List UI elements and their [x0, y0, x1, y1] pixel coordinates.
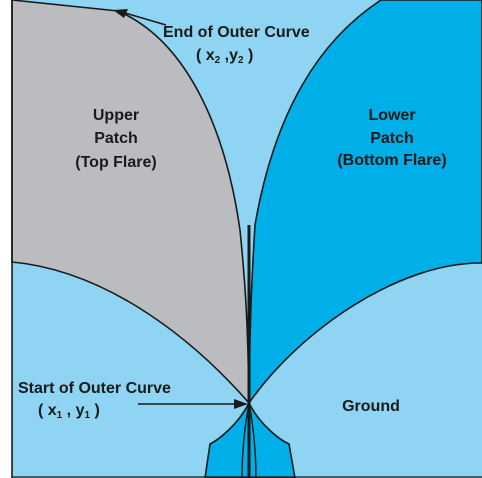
lower-patch-label-1: Lower [368, 107, 415, 124]
end-curve-arrow-head [113, 9, 128, 18]
upper-patch-label-3: (Top Flare) [75, 154, 156, 171]
start-curve-arrow-head [234, 399, 248, 409]
end-curve-coords: ( x2 ,y2 ) [196, 47, 253, 66]
end-curve-title: End of Outer Curve [163, 24, 310, 41]
upper-patch-shape [11, 0, 250, 406]
start-curve-coords: ( x1 , y1 ) [38, 402, 100, 421]
ground-label: Ground [342, 398, 400, 415]
upper-patch-label-1: Upper [93, 107, 139, 124]
lower-patch-label-2: Patch [370, 130, 414, 147]
end-curve-arrow-line [124, 12, 167, 26]
start-curve-title: Start of Outer Curve [18, 380, 171, 397]
lower-patch-label-3: (Bottom Flare) [337, 152, 446, 169]
upper-patch-label-2: Patch [94, 130, 138, 147]
lower-patch-shape [248, 0, 482, 406]
